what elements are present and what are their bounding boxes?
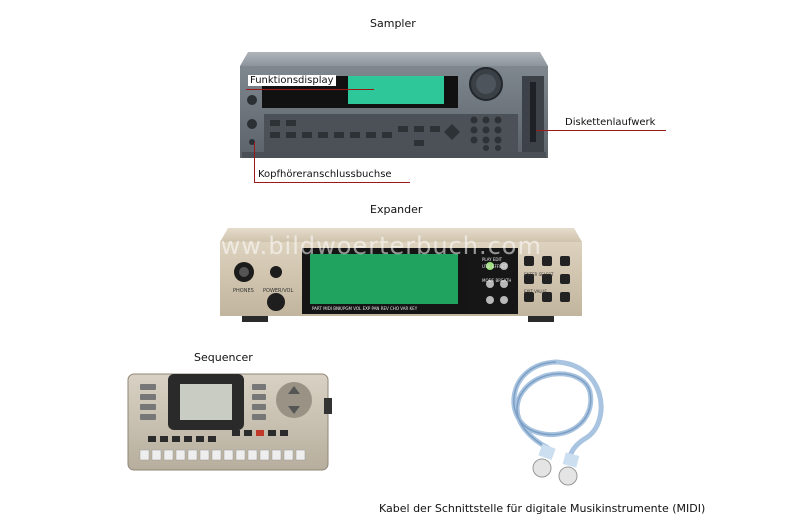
expander-display xyxy=(310,254,458,304)
disk-drive-leader xyxy=(536,130,666,131)
expander-label-cho: CHO xyxy=(390,306,399,311)
sampler-title: Sampler xyxy=(370,17,416,30)
midi-plug-left xyxy=(533,459,551,477)
expander-label-rev: REV xyxy=(381,306,389,311)
expander-label-enter: ENTER xyxy=(524,272,537,277)
headphone-jack-leader xyxy=(254,182,410,183)
sequencer-title: Sequencer xyxy=(194,351,253,364)
expander-label-var: VAR xyxy=(400,306,408,311)
expander-label-mode: MODE xyxy=(482,278,494,283)
expander-power-label: POWER/VOL xyxy=(263,288,293,294)
sampler-device xyxy=(240,48,552,162)
disk-drive-callout: Diskettenlaufwerk xyxy=(565,117,655,128)
expander-label-part: PART xyxy=(312,306,322,311)
headphone-jack-callout: Kopfhöreranschlussbuchse xyxy=(258,169,392,180)
midi-cable-title: Kabel der Schnittstelle für digitale Mus… xyxy=(379,502,705,515)
expander-label-bnk: BNK/PGM xyxy=(333,306,352,311)
expander-far-right-labels: ENTER SELECT EXIT VALUE xyxy=(524,266,574,300)
expander-label-midi: MIDI xyxy=(323,306,332,311)
headphone-jack-leader-vertical xyxy=(254,142,255,182)
sequencer-screen xyxy=(180,384,232,420)
expander-label-pan: PAN xyxy=(372,306,380,311)
expander-label-key: KEY xyxy=(410,306,418,311)
watermark: www.bildwoerterbuch.com xyxy=(200,232,542,260)
expander-volume-knob xyxy=(267,293,285,311)
midi-cable xyxy=(496,352,616,488)
expander-label-breath: BREATH xyxy=(496,278,512,283)
expander-label-exp: EXP xyxy=(363,306,371,311)
midi-plug-right xyxy=(559,467,577,485)
function-display-callout: Funktionsdisplay xyxy=(248,75,336,86)
expander-title: Expander xyxy=(370,203,422,216)
expander-label-vol: VOL xyxy=(353,306,361,311)
expander-label-value: VALUE xyxy=(534,289,547,294)
expander-label-exit: EXIT xyxy=(524,289,533,294)
function-display-leader xyxy=(246,89,374,90)
expander-right-labels: PLAY EDIT UTIL EFFECT MODE BREATH xyxy=(482,256,524,284)
expander-label-select: SELECT xyxy=(539,272,554,277)
sampler-display xyxy=(348,76,444,104)
expander-label-effect: EFFECT xyxy=(492,264,507,269)
sequencer-device xyxy=(126,370,332,474)
expander-phones-label: PHONES xyxy=(233,288,254,294)
expander-bottom-labels: PART MIDI BNK/PGM VOL EXP PAN REV CHO VA… xyxy=(312,306,417,311)
expander-label-util: UTIL xyxy=(482,264,491,269)
